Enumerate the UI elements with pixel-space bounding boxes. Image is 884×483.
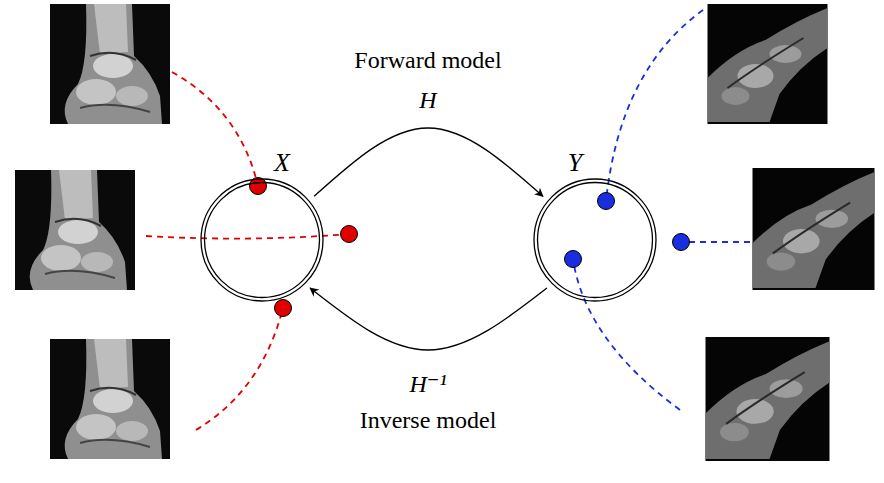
mri-image bbox=[753, 168, 875, 290]
sample-dot bbox=[673, 234, 690, 251]
sample-dot bbox=[250, 178, 267, 195]
leader-line bbox=[196, 308, 283, 430]
sample-dot bbox=[275, 300, 292, 317]
mri-image bbox=[706, 337, 830, 461]
mri-image bbox=[50, 4, 170, 124]
leader-line bbox=[573, 259, 680, 410]
set-label: X bbox=[274, 150, 290, 176]
set-circle: X bbox=[200, 178, 324, 302]
sample-dot bbox=[341, 226, 358, 243]
leader-line bbox=[606, 10, 703, 201]
model-arrow bbox=[310, 288, 547, 350]
leader-line bbox=[172, 72, 258, 186]
set-label: Y bbox=[568, 150, 582, 176]
set-circle: Y bbox=[533, 178, 657, 302]
mri-image bbox=[50, 339, 170, 459]
circle-outline bbox=[533, 178, 657, 302]
leader-line bbox=[681, 241, 750, 243]
operator-symbol: H bbox=[416, 87, 439, 113]
edge-label: Forward model bbox=[351, 47, 504, 73]
circle-outline bbox=[200, 178, 324, 302]
operator-symbol: H⁻¹ bbox=[406, 371, 449, 397]
edge-label: Inverse model bbox=[357, 407, 500, 433]
sample-dot bbox=[565, 251, 582, 268]
mri-image bbox=[708, 4, 828, 124]
model-arrow bbox=[314, 128, 543, 196]
mri-image bbox=[15, 170, 135, 290]
leader-line bbox=[146, 234, 349, 239]
sample-dot bbox=[598, 193, 615, 210]
